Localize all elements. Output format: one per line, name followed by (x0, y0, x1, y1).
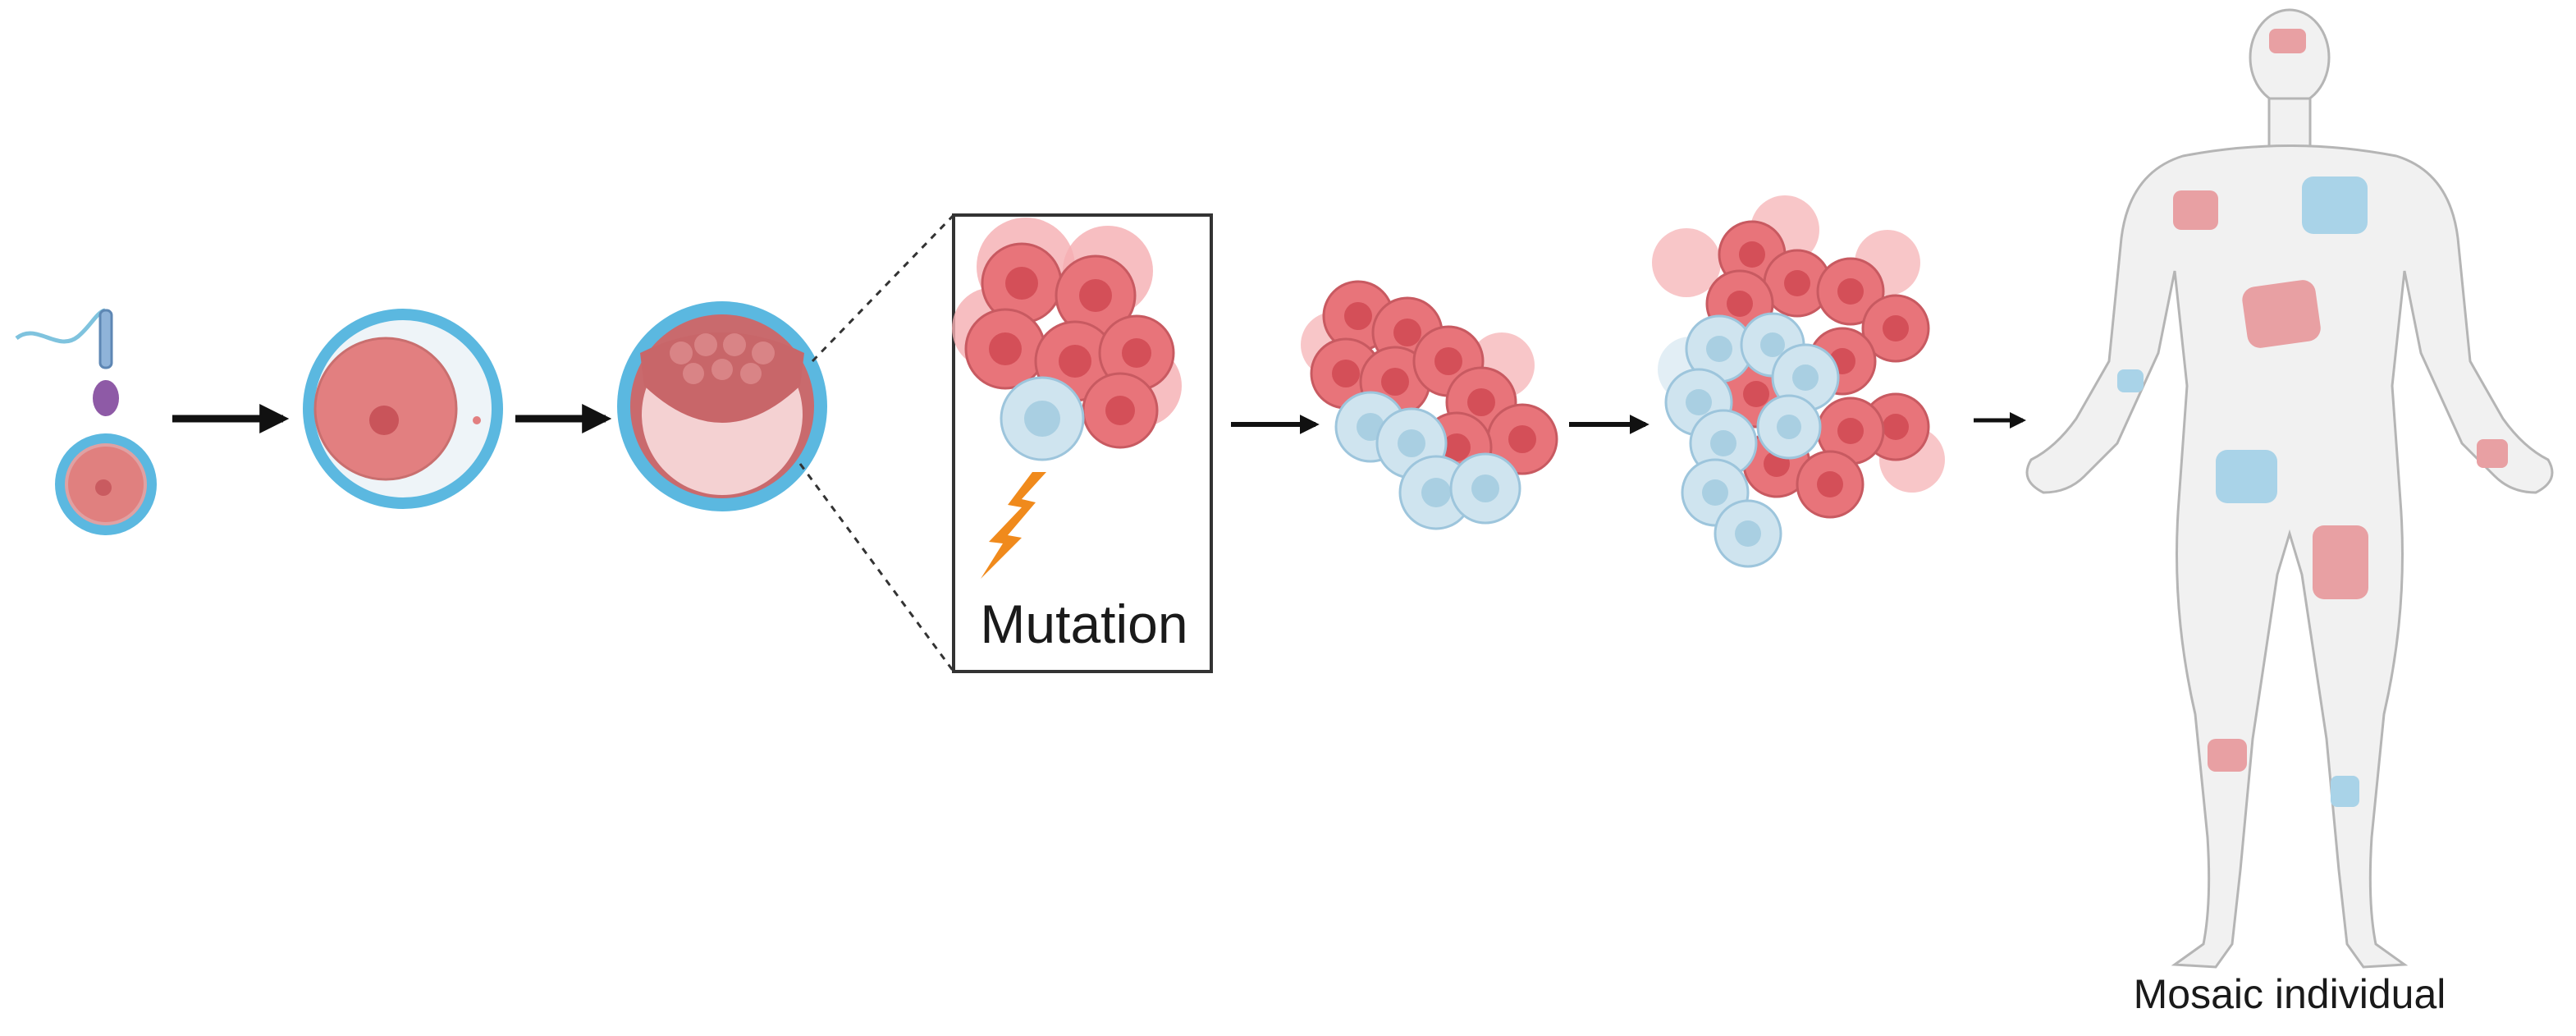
zoom-line-top (811, 213, 955, 363)
zoom-line-bottom (798, 463, 955, 672)
sperm-egg-icon (15, 308, 157, 535)
zygote-icon (303, 309, 503, 509)
cell-cluster-small-icon (1301, 280, 1558, 530)
cell-cluster-large-icon (1652, 195, 1945, 568)
mosaic-patches (2117, 29, 2508, 807)
blastocyst-icon (617, 301, 827, 511)
mutation-label: Mutation (980, 594, 1188, 654)
mosaic-individual-label: Mosaic individual (2133, 971, 2446, 1017)
lightning-icon (981, 472, 1046, 579)
human-body-icon (2025, 8, 2554, 969)
cell-cluster-mutation-icon (952, 218, 1182, 461)
